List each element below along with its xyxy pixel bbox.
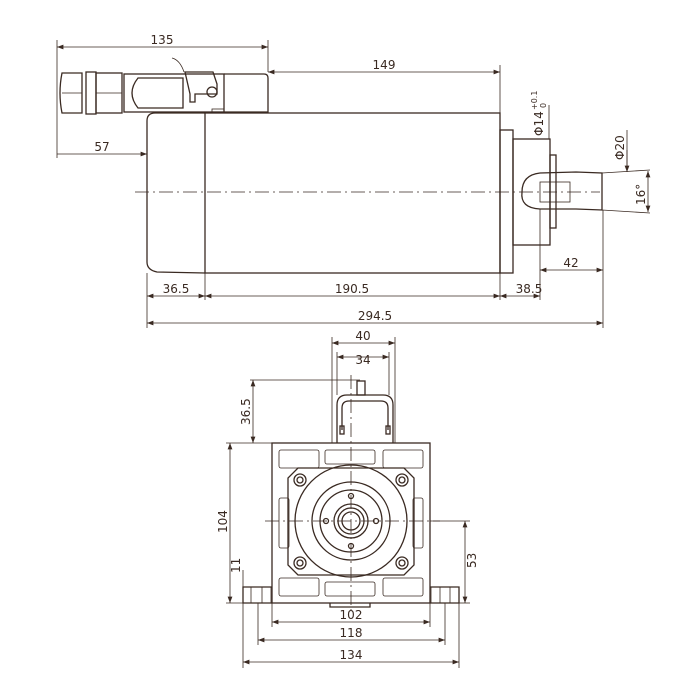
dim-118: 118	[340, 626, 363, 640]
dim-294-5: 294.5	[358, 309, 392, 323]
dim-104: 104	[216, 510, 230, 533]
dim-102: 102	[340, 608, 363, 622]
dim-phi14-tol-lower: 0	[539, 103, 548, 108]
dim-190-5: 190.5	[335, 282, 369, 296]
dim-42: 42	[563, 256, 578, 270]
dim-16deg: 16°	[634, 184, 648, 205]
dim-40: 40	[355, 329, 370, 343]
dim-38-5: 38.5	[516, 282, 543, 296]
side-dimensions: 135 149 57 36.5 190.5 38.5 294.5 42 Φ14 …	[56, 33, 651, 328]
dim-134: 134	[340, 648, 363, 662]
dim-53: 53	[465, 553, 479, 568]
mount-plate	[287, 467, 415, 576]
connector	[59, 57, 269, 115]
dim-135: 135	[151, 33, 174, 47]
front-view	[242, 375, 460, 610]
mount-holes	[293, 473, 409, 570]
dim-phi14-tol-upper: +0.1	[530, 91, 539, 110]
dim-34: 34	[355, 353, 370, 367]
front-flange	[499, 129, 514, 274]
collet-section	[521, 171, 603, 211]
motor-body	[204, 112, 501, 274]
front-dimensions: 40 34 36.5 104 11 53 102 118 134	[216, 329, 479, 668]
dim-57: 57	[94, 140, 109, 154]
rear-cap	[146, 112, 206, 274]
dim-phi20: Φ20	[613, 135, 627, 160]
side-view	[59, 57, 651, 274]
dim-11: 11	[229, 558, 243, 573]
dim-phi14: Φ14	[532, 111, 546, 136]
dim-36-5-front: 36.5	[239, 398, 253, 425]
dim-149: 149	[373, 58, 396, 72]
nut-ring	[549, 154, 557, 229]
dim-36-5: 36.5	[163, 282, 190, 296]
